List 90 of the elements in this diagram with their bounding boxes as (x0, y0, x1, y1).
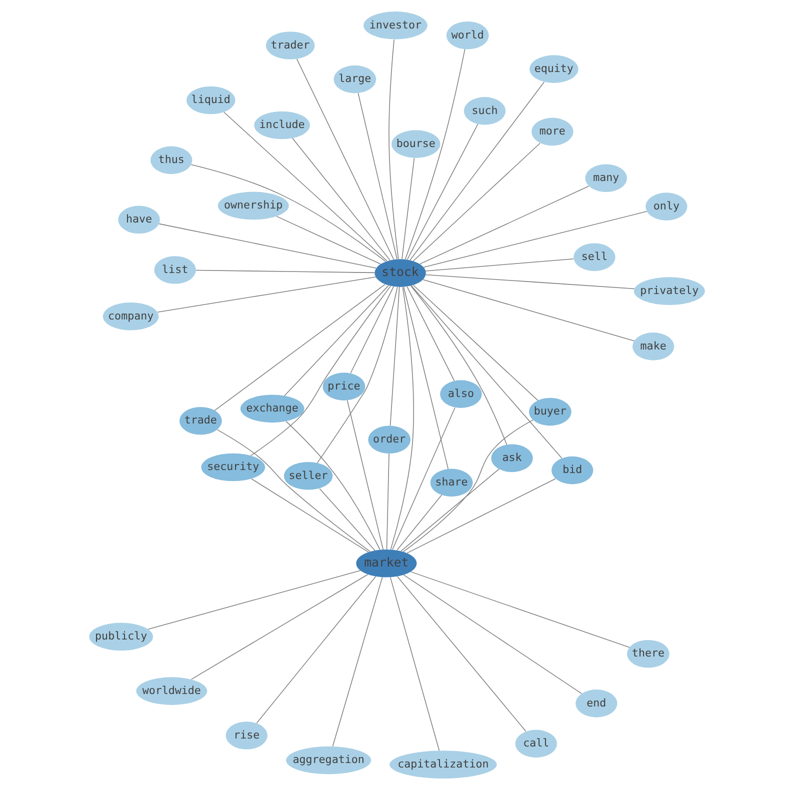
node-ellipse: exchange (240, 394, 304, 423)
connector (350, 286, 394, 374)
connector (390, 286, 414, 550)
node-ellipse: many (585, 164, 627, 192)
node-ellipse: aggregation (286, 746, 372, 774)
node-ellipse: investor (364, 12, 428, 40)
connector (425, 274, 635, 290)
connector (332, 576, 383, 747)
node-ellipse: end (576, 690, 618, 718)
connector (386, 453, 390, 550)
node-ellipse: stock (374, 259, 426, 287)
connector (284, 285, 389, 396)
node-ellipse: privately (634, 277, 705, 305)
connector (256, 576, 376, 724)
connector (358, 92, 398, 260)
node-ellipse: order (368, 426, 411, 454)
node-ellipse: price (322, 372, 366, 400)
node-ellipse: trader (266, 32, 315, 60)
connector (390, 286, 400, 426)
node-ellipse: only (646, 192, 688, 220)
node-ellipse: list (154, 256, 196, 284)
connector (276, 216, 381, 264)
connector (410, 285, 508, 446)
connector (410, 571, 630, 648)
connector (410, 82, 545, 260)
node-ellipse: there (627, 640, 670, 668)
node-ellipse: worldwide (136, 677, 208, 705)
node-ellipse: such (464, 97, 506, 125)
connector (214, 284, 386, 411)
connector (404, 48, 466, 260)
connector (402, 158, 415, 260)
connector (402, 420, 534, 552)
connector (423, 211, 648, 268)
connector (403, 286, 449, 470)
node-ellipse: company (102, 302, 159, 330)
node-ellipse: world (446, 21, 489, 50)
connector (346, 400, 384, 550)
node-ellipse: equity (530, 55, 578, 83)
connector (250, 286, 391, 456)
connector (425, 258, 574, 272)
connector (397, 576, 526, 732)
connector (388, 39, 399, 260)
connector (148, 570, 361, 630)
connector (410, 285, 562, 459)
connector (319, 488, 376, 551)
connector (396, 494, 442, 550)
connector (196, 270, 376, 274)
node-ellipse: liquid (186, 86, 236, 114)
node-ellipse: have (118, 206, 160, 234)
node-ellipse: more (532, 118, 574, 146)
connector (191, 574, 368, 680)
connector (190, 164, 386, 262)
connector (251, 478, 369, 552)
connector (158, 223, 377, 268)
node-ellipse: thus (150, 146, 192, 174)
node-ellipse: share (430, 468, 473, 497)
node-ellipse: buyer (528, 398, 572, 426)
node-ellipse: seller (284, 462, 333, 490)
node-ellipse: trade (179, 406, 222, 435)
node-ellipse: make (632, 332, 674, 360)
node-ellipse: ask (491, 444, 533, 472)
connector (157, 276, 376, 312)
connector (390, 576, 440, 752)
connector (420, 186, 590, 264)
connector (286, 420, 380, 550)
connector (422, 279, 634, 342)
connector (292, 138, 390, 261)
node-ellipse: also (440, 380, 482, 408)
node-ellipse: security (201, 453, 266, 482)
connector (412, 284, 538, 401)
connector (296, 58, 394, 260)
node-ellipse: rise (226, 722, 268, 750)
connector (216, 429, 371, 552)
node-ellipse: sell (574, 243, 616, 272)
node-ellipse: large (334, 65, 376, 94)
node-ellipse: market (356, 549, 417, 578)
connector (392, 407, 456, 550)
connector (317, 286, 398, 464)
connector (406, 286, 455, 382)
connector (406, 124, 478, 260)
node-ellipse: capitalization (390, 750, 497, 778)
node-ellipse: publicly (89, 622, 154, 651)
node-ellipse: bourse (392, 130, 440, 158)
node-ellipse: ownership (218, 192, 289, 220)
node-ellipse: include (254, 111, 310, 140)
node-ellipse: call (515, 730, 557, 758)
connector (412, 142, 540, 262)
connector (406, 478, 556, 554)
connector (403, 574, 582, 694)
node-ellipse: bid (551, 456, 594, 484)
